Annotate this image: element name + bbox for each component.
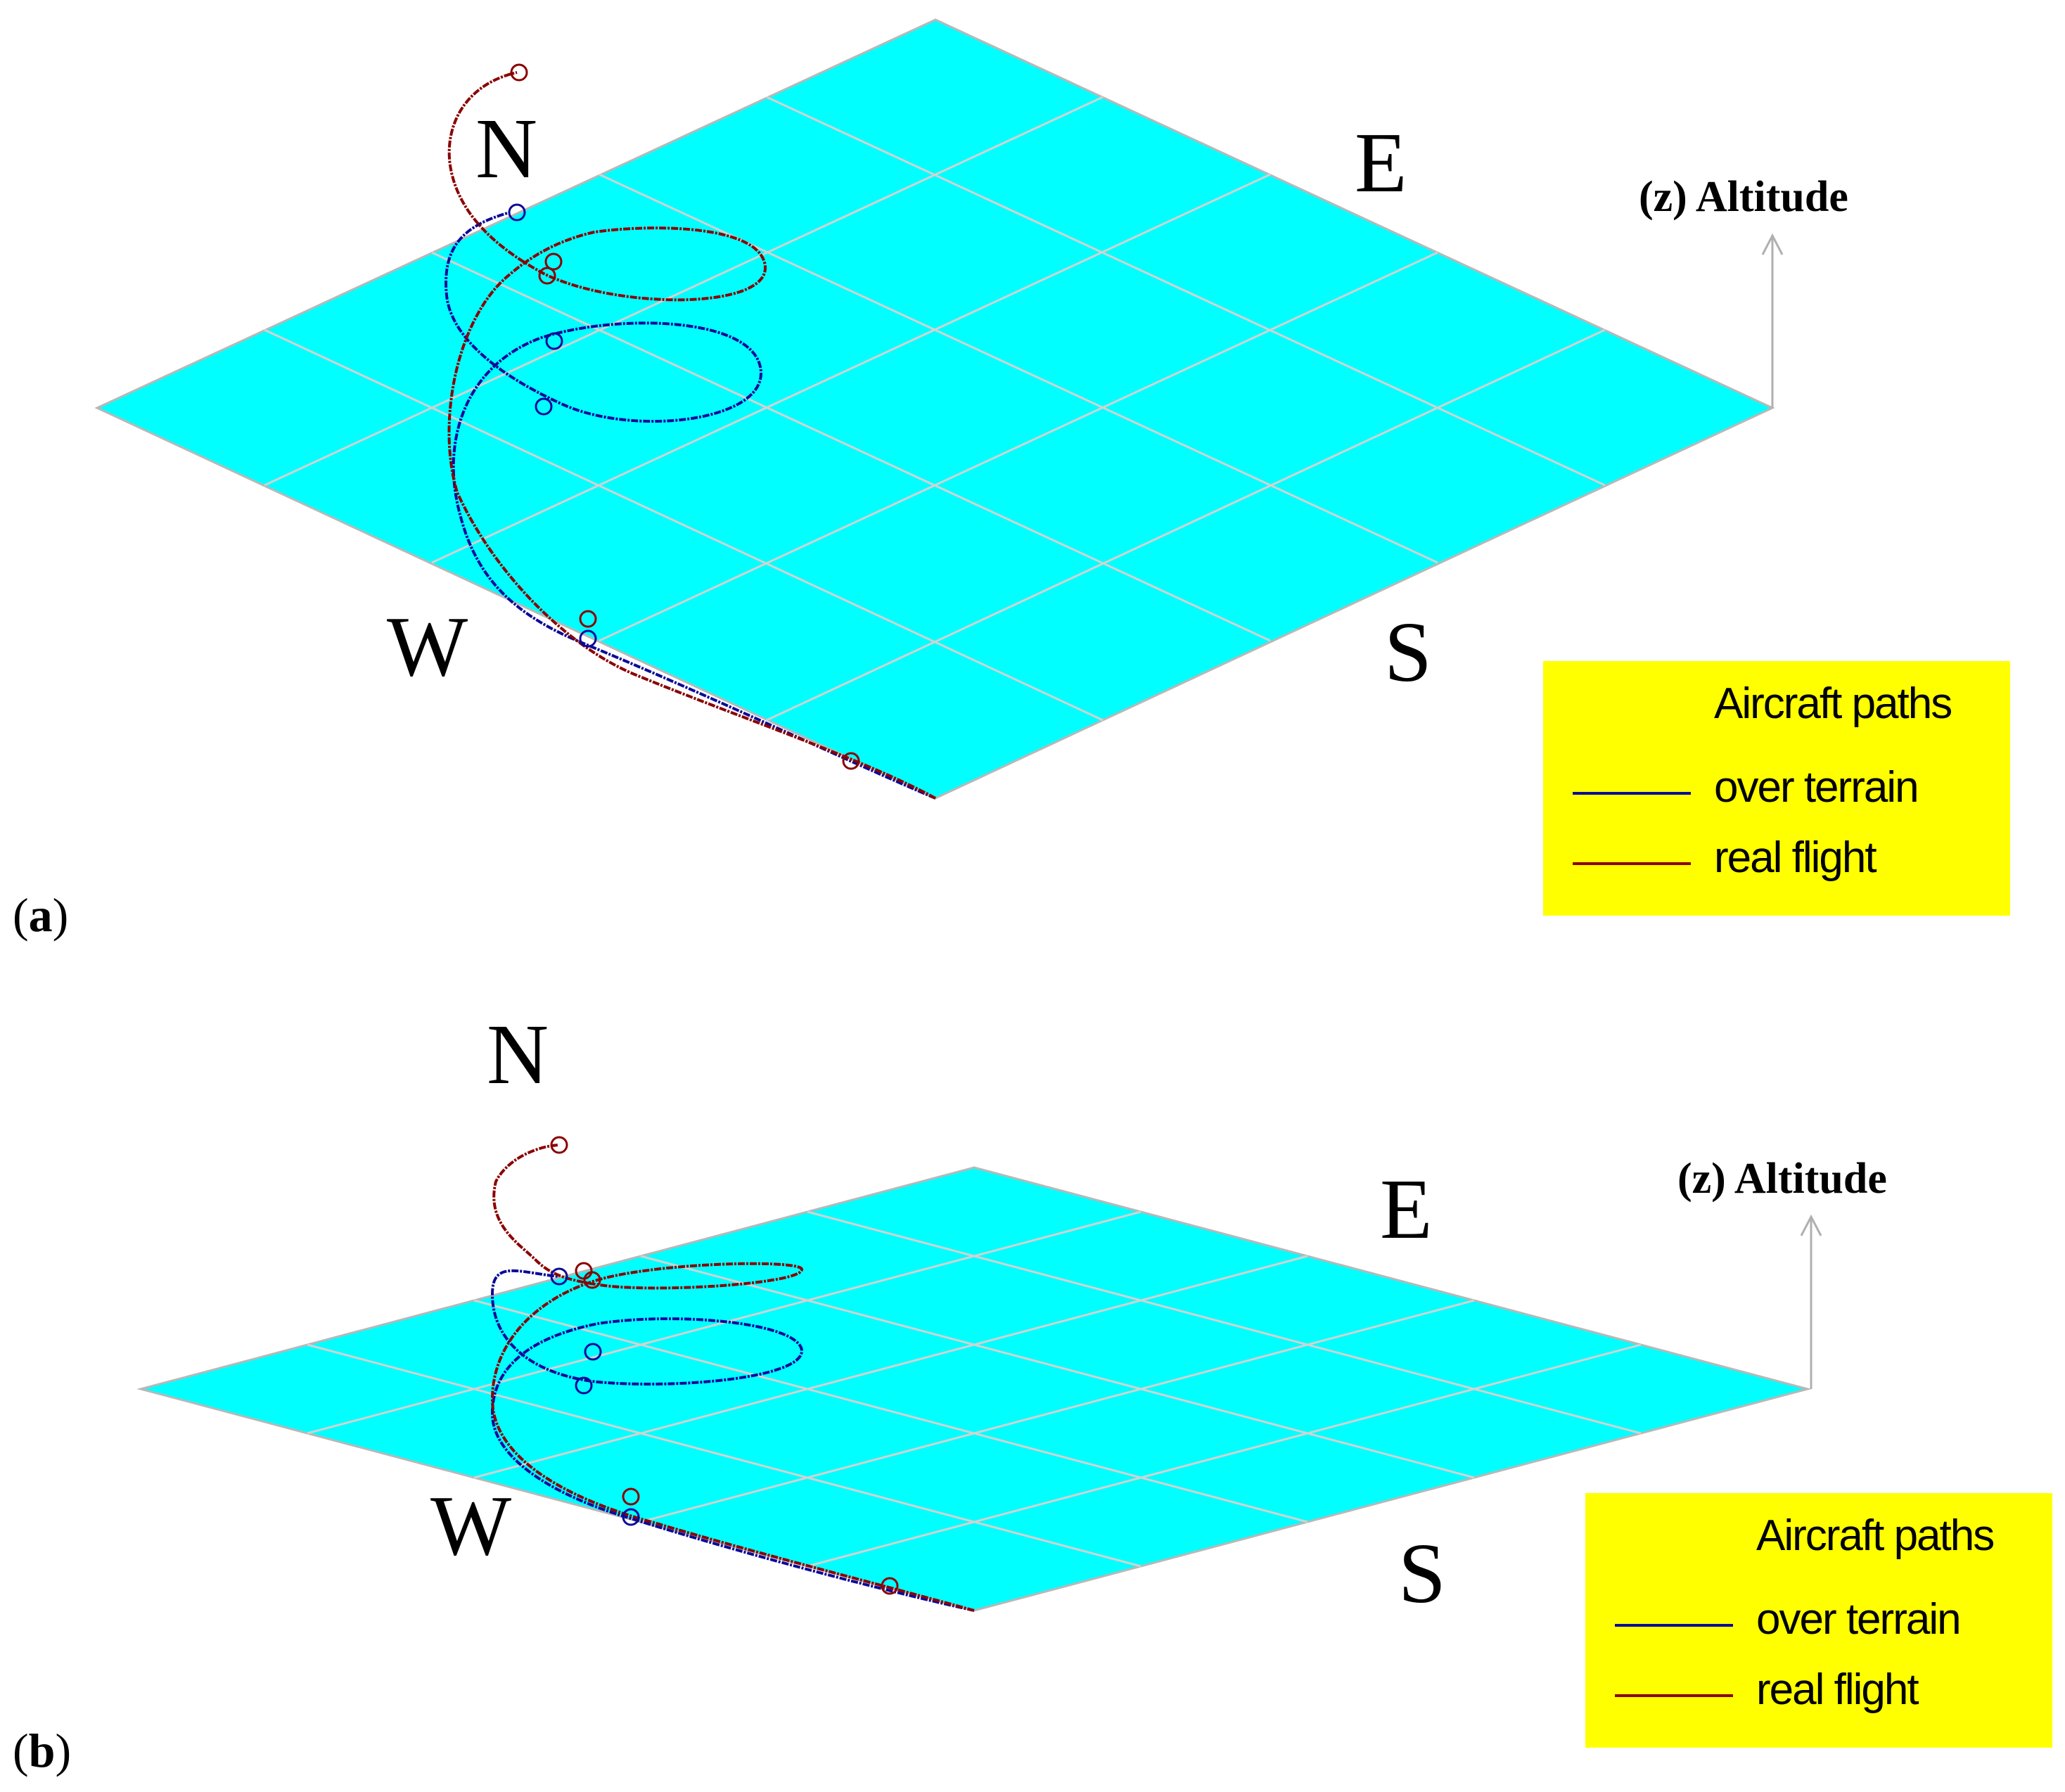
altitude-axis bbox=[1800, 1214, 1822, 1389]
compass-south: S bbox=[1384, 605, 1432, 700]
altitude-axis bbox=[1761, 233, 1784, 408]
waypoint-markers bbox=[550, 1136, 899, 1595]
waypoint-marker bbox=[575, 1376, 593, 1395]
legend: Aircraft paths over terrain real flight bbox=[1585, 1493, 2052, 1748]
waypoint-marker bbox=[544, 252, 563, 271]
terrain-plate bbox=[136, 1166, 1812, 1612]
panel-label-a: (a) bbox=[13, 888, 69, 942]
panel-label-a-letter: a bbox=[28, 888, 53, 942]
legend-swatch-real-flight bbox=[1573, 862, 1691, 865]
waypoint-marker bbox=[550, 1267, 568, 1286]
compass-north: N bbox=[475, 101, 537, 196]
waypoint-marker bbox=[579, 629, 597, 648]
real-flight-path bbox=[490, 1144, 975, 1612]
waypoint-marker bbox=[550, 1136, 568, 1154]
waypoint-markers bbox=[508, 63, 860, 770]
legend-label-over-terrain: over terrain bbox=[1756, 1595, 1962, 1644]
legend-title: Aircraft paths bbox=[1756, 1511, 1995, 1560]
waypoint-marker bbox=[545, 332, 563, 350]
compass-west: W bbox=[430, 1478, 511, 1573]
compass-south: S bbox=[1398, 1526, 1446, 1621]
legend-swatch-over-terrain bbox=[1573, 792, 1691, 795]
terrain-plate bbox=[94, 18, 1775, 800]
legend: Aircraft paths over terrain real flight bbox=[1543, 661, 2010, 916]
compass-north: N bbox=[487, 1007, 549, 1102]
compass-east: E bbox=[1355, 115, 1407, 210]
waypoint-marker bbox=[508, 203, 526, 222]
altitude-axis-label: (z) Altitude bbox=[1639, 173, 1848, 221]
legend-title: Aircraft paths bbox=[1714, 679, 1952, 728]
waypoint-marker bbox=[583, 1271, 601, 1289]
panel-label-b-letter: b bbox=[28, 1724, 56, 1777]
compass-east: E bbox=[1380, 1162, 1433, 1257]
over-terrain-path bbox=[445, 211, 936, 800]
waypoint-marker bbox=[881, 1577, 899, 1595]
waypoint-marker bbox=[538, 267, 556, 285]
compass-west: W bbox=[387, 599, 468, 694]
waypoint-marker bbox=[535, 397, 553, 416]
legend-label-real-flight: real flight bbox=[1714, 833, 1877, 882]
altitude-axis-label: (z) Altitude bbox=[1677, 1155, 1887, 1203]
waypoint-marker bbox=[579, 610, 597, 628]
waypoint-marker bbox=[622, 1508, 640, 1526]
scene-b: (z) Altitude N E S W bbox=[136, 1007, 1887, 1621]
panel-label-b: (b) bbox=[13, 1724, 72, 1777]
panel-b: (z) Altitude N E S W Aircraft paths over… bbox=[0, 893, 2065, 1792]
legend-label-real-flight: real flight bbox=[1756, 1665, 1919, 1714]
waypoint-marker bbox=[510, 63, 528, 82]
scene-a: (z) Altitude N E S W bbox=[94, 18, 1848, 800]
waypoint-marker bbox=[584, 1343, 602, 1361]
waypoint-marker bbox=[842, 752, 860, 770]
legend-label-over-terrain: over terrain bbox=[1714, 763, 1919, 812]
terrain-grid bbox=[264, 96, 1606, 722]
waypoint-marker bbox=[622, 1487, 640, 1506]
panel-a: (z) Altitude N E S W Aircraft paths over… bbox=[0, 0, 2065, 942]
real-flight-path bbox=[447, 71, 936, 800]
over-terrain-path bbox=[490, 1269, 975, 1612]
legend-swatch-over-terrain bbox=[1615, 1624, 1733, 1627]
legend-swatch-real-flight bbox=[1615, 1694, 1733, 1697]
